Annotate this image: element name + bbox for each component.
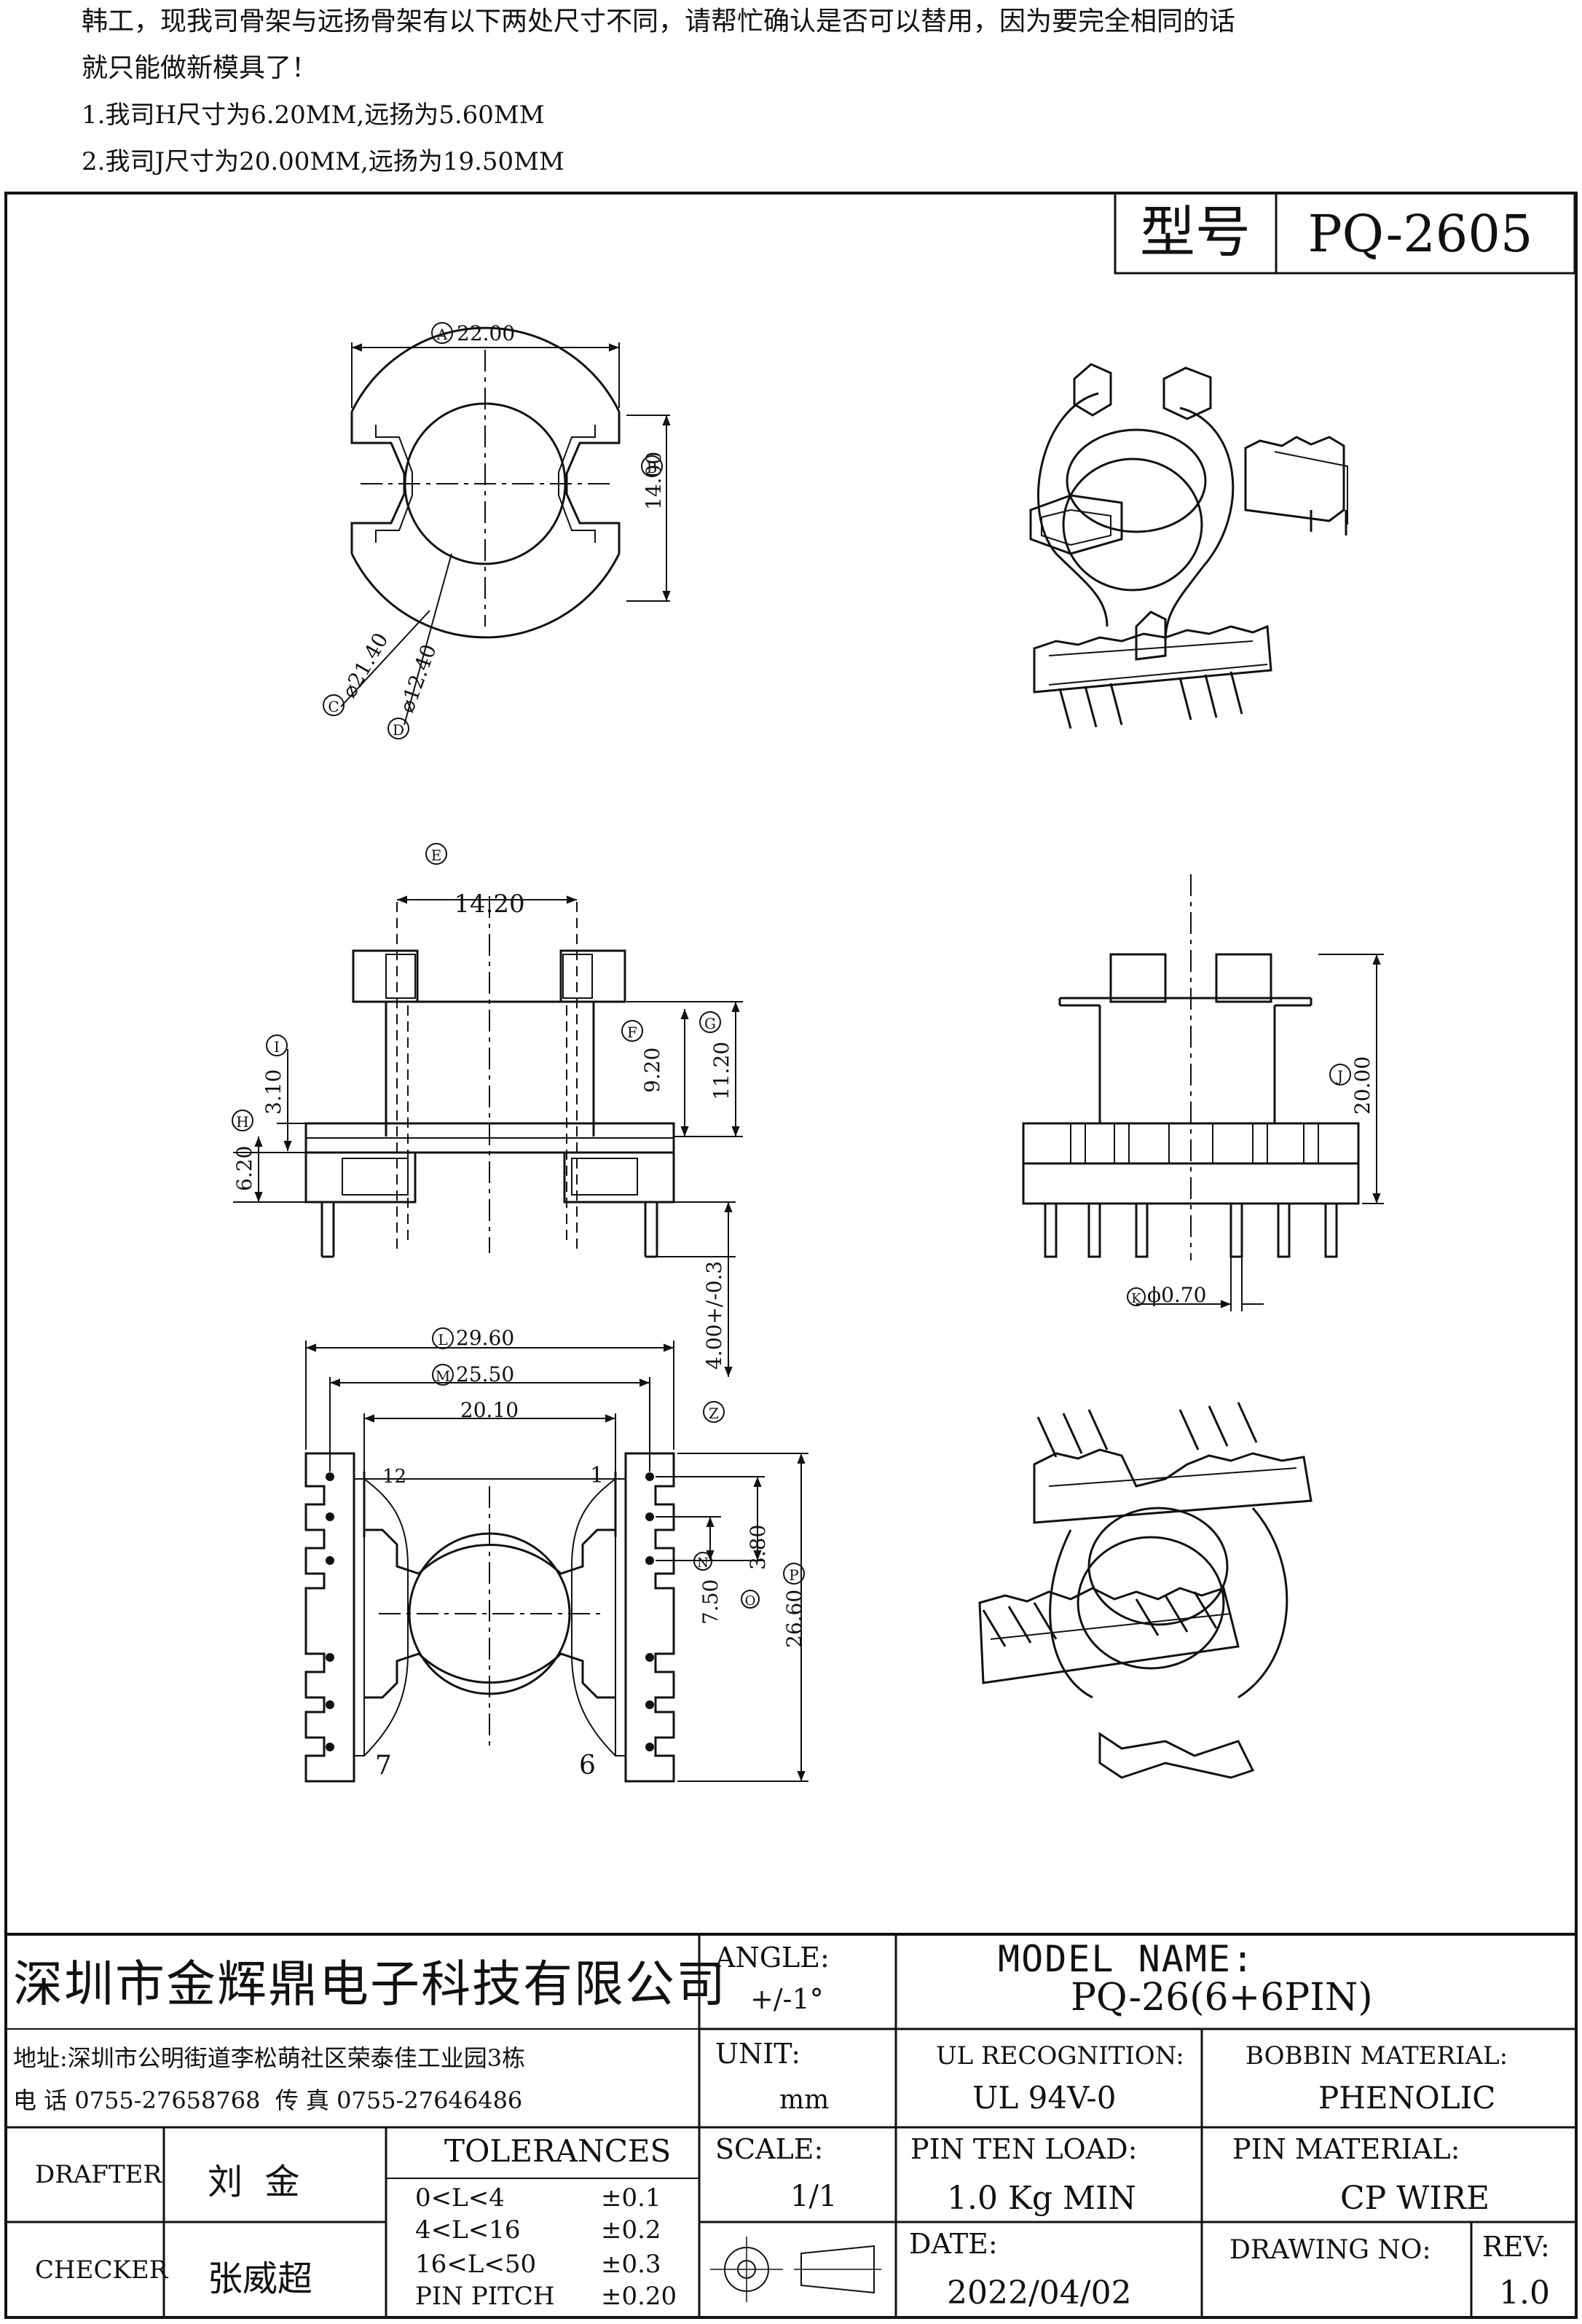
pin-ten-load-value: 1.0 Kg MIN bbox=[947, 2180, 1136, 2217]
drafter-label: DRAFTER bbox=[35, 2160, 162, 2189]
model-box: 型号 PQ-2605 bbox=[1114, 192, 1576, 275]
dim-G-value: 11.20 bbox=[709, 1042, 733, 1100]
dim-I-letter: I bbox=[274, 1038, 280, 1056]
dim-N-value: 7.50 bbox=[698, 1579, 723, 1625]
dim-B-value: 14.00 bbox=[642, 452, 666, 510]
dim-G-letter: G bbox=[704, 1015, 716, 1032]
bobbin-material-label: BOBBIN MATERIAL: bbox=[1245, 2041, 1508, 2070]
bottom-view-labels: L 29.60 M 25.50 20.10 12 1 7 6 7.50 N 3.… bbox=[375, 1326, 806, 1781]
company-phone: 电 话 0755-27658768 传 真 0755-27646486 bbox=[13, 2087, 523, 2114]
side-view bbox=[1022, 874, 1384, 1311]
tolerance-range-3: 16<L<50 bbox=[415, 2250, 537, 2279]
front-view bbox=[233, 895, 743, 1377]
bottom-view bbox=[304, 1340, 808, 1783]
tolerance-value-1: ±0.1 bbox=[601, 2183, 661, 2213]
pin-label-12: 12 bbox=[382, 1466, 406, 1488]
dim-F-value: 9.20 bbox=[640, 1048, 664, 1093]
dim-M-value: 25.50 bbox=[456, 1362, 514, 1386]
dim-K-value: ϕ0.70 bbox=[1147, 1283, 1206, 1307]
tolerance-range-4: PIN PITCH bbox=[415, 2282, 555, 2311]
tolerances-label: TOLERANCES bbox=[444, 2133, 672, 2169]
dim-O-value: 3.80 bbox=[746, 1525, 770, 1570]
tolerance-range-1: 0<L<4 bbox=[415, 2183, 505, 2213]
dim-A-value: 22.00 bbox=[457, 321, 515, 345]
pin-label-1: 1 bbox=[590, 1463, 604, 1488]
dim-W-value: 20.10 bbox=[460, 1398, 519, 1422]
dim-D-value: ⌀12.40 bbox=[395, 641, 441, 715]
tolerance-value-2: ±0.2 bbox=[601, 2215, 661, 2245]
rev-value: 1.0 bbox=[1499, 2274, 1550, 2312]
pin-material-label: PIN MATERIAL: bbox=[1232, 2133, 1460, 2165]
angle-label: ANGLE: bbox=[715, 1942, 830, 1974]
note-line-1: 韩工，现我司骨架与远扬骨架有以下两处尺寸不同，请帮忙确认是否可以替用，因为要完全… bbox=[82, 7, 1236, 36]
tolerance-value-4: ±0.20 bbox=[601, 2282, 677, 2311]
tolerance-range-2: 4<L<16 bbox=[415, 2215, 521, 2245]
pin-label-6: 6 bbox=[579, 1751, 596, 1781]
note-line-3: 1.我司H尺寸为6.20MM,远扬为5.60MM bbox=[82, 101, 545, 130]
model-label: 型号 bbox=[1140, 200, 1251, 264]
rev-label: REV: bbox=[1482, 2231, 1550, 2263]
checker-label: CHECKER bbox=[35, 2256, 168, 2285]
top-view bbox=[340, 326, 671, 726]
pin-material-value: CP WIRE bbox=[1340, 2180, 1490, 2217]
dim-O-letter: O bbox=[745, 1593, 756, 1609]
dim-B-letter: B bbox=[647, 459, 658, 476]
pin-ten-load-label: PIN TEN LOAD: bbox=[910, 2133, 1138, 2165]
dim-J-letter: J bbox=[1336, 1067, 1343, 1085]
pin-label-7: 7 bbox=[375, 1751, 392, 1781]
scale-label: SCALE: bbox=[715, 2133, 824, 2165]
dim-J-value: 20.00 bbox=[1350, 1056, 1374, 1115]
note-line-4: 2.我司J尺寸为20.00MM,远扬为19.50MM bbox=[82, 147, 564, 176]
bobbin-material-value: PHENOLIC bbox=[1318, 2080, 1496, 2116]
isometric-view-top bbox=[1029, 363, 1348, 729]
dim-P-letter: P bbox=[789, 1566, 798, 1584]
isometric-view-bottom bbox=[978, 1402, 1313, 1779]
dim-C-letter: C bbox=[328, 698, 339, 715]
ul-label: UL RECOGNITION: bbox=[936, 2041, 1184, 2070]
dim-L-letter: L bbox=[438, 1331, 447, 1349]
side-view-labels: J 20.00 K ϕ0.70 bbox=[1127, 1056, 1374, 1307]
date-value: 2022/04/02 bbox=[947, 2274, 1132, 2312]
drawing-no-label: DRAWING NO: bbox=[1229, 2235, 1431, 2265]
dim-Z-value: 4.00+/-0.3 bbox=[702, 1261, 726, 1370]
model-name-value: PQ-26(6+6PIN) bbox=[1071, 1976, 1373, 2019]
note-line-2: 就只能做新模具了！ bbox=[82, 53, 318, 83]
drafter-value: 刘 金 bbox=[208, 2162, 300, 2202]
model-value: PQ-2605 bbox=[1308, 204, 1533, 264]
title-block bbox=[6, 1933, 1576, 2317]
dim-K-letter: K bbox=[1131, 1291, 1141, 1306]
date-label: DATE: bbox=[909, 2228, 998, 2260]
dim-L-value: 29.60 bbox=[456, 1326, 514, 1350]
front-view-labels: E 14.20 F 9.20 G 11.20 I 3.10 H 6.20 4.0… bbox=[232, 843, 733, 1423]
dim-D-letter: D bbox=[393, 721, 404, 739]
dim-C-value: ⌀21.40 bbox=[337, 629, 393, 702]
dim-H-letter: H bbox=[236, 1113, 248, 1131]
dim-E-value: 14.20 bbox=[454, 890, 524, 919]
dim-N-letter: N bbox=[697, 1555, 709, 1571]
top-view-labels: A 22.00 14.00 B ⌀21.40 C ⌀12.40 D bbox=[323, 321, 666, 739]
scale-value: 1/1 bbox=[790, 2180, 838, 2213]
checker-value: 张威超 bbox=[208, 2258, 313, 2299]
dim-I-value: 3.10 bbox=[261, 1069, 286, 1115]
unit-value: mm bbox=[779, 2085, 830, 2115]
unit-label: UNIT: bbox=[715, 2038, 801, 2070]
dim-P-value: 26.60 bbox=[782, 1590, 806, 1648]
ul-value: UL 94V-0 bbox=[972, 2080, 1117, 2116]
angle-value: +/-1° bbox=[750, 1983, 824, 2015]
pin-dots bbox=[326, 1472, 654, 1751]
dim-F-letter: F bbox=[627, 1024, 637, 1041]
model-name-label: MODEL NAME: bbox=[998, 1938, 1256, 1980]
company-name: 深圳市金辉鼎电子科技有限公司 bbox=[13, 1956, 728, 2014]
dim-M-letter: M bbox=[436, 1367, 450, 1385]
company-address: 地址:深圳市公明街道李松萌社区荣泰佳工业园3栋 bbox=[13, 2044, 526, 2072]
sheet-border bbox=[4, 192, 1578, 2319]
dim-H-value: 6.20 bbox=[232, 1146, 256, 1191]
dim-E-letter: E bbox=[431, 847, 442, 864]
dim-Z-letter: Z bbox=[709, 1405, 719, 1422]
dim-A-letter: A bbox=[436, 326, 448, 343]
tolerance-value-3: ±0.3 bbox=[601, 2250, 661, 2279]
